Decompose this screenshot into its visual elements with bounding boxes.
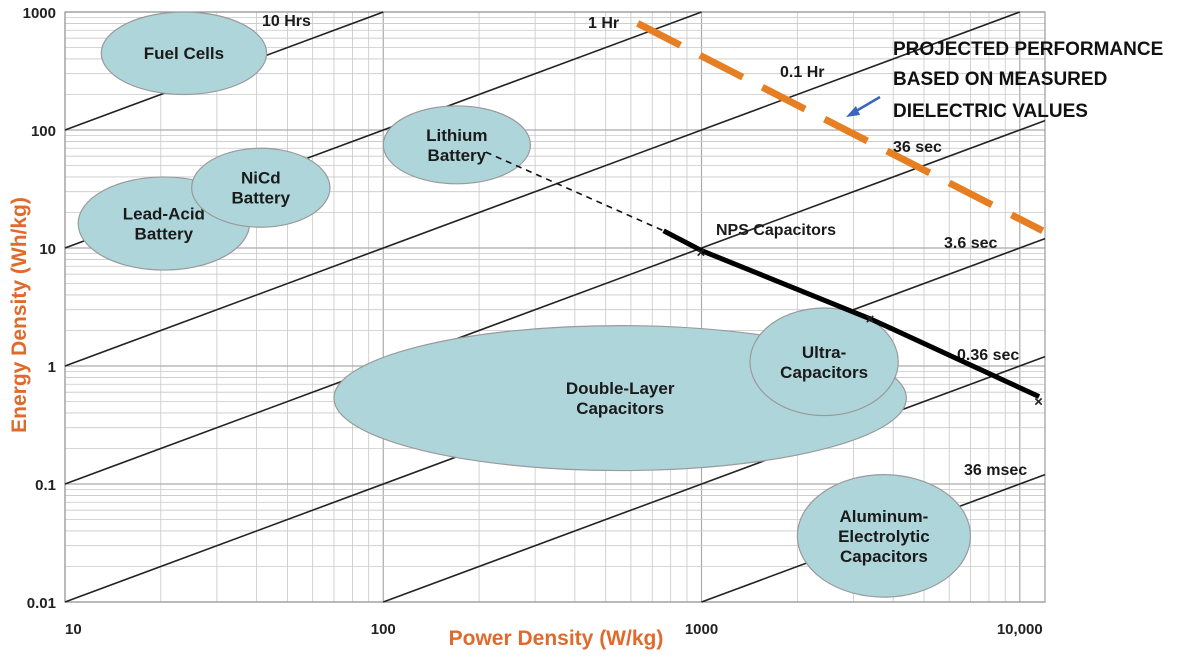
y-tick-label: 1000 (23, 5, 56, 22)
data-point-marker: × (697, 244, 706, 261)
ultra-label: Ultra- (802, 343, 846, 362)
double-layer-label: Double-Layer (566, 379, 675, 398)
lithium-label: Battery (428, 146, 487, 165)
time-constant-line (64, 119, 1046, 485)
time-constant-label: 0.36 sec (957, 347, 1019, 364)
projected-performance-note: PROJECTED PERFORMANCE BASED ON MEASURED … (893, 39, 1163, 122)
time-constant-label: 36 sec (893, 139, 942, 156)
time-constant-label: 36 msec (964, 462, 1027, 479)
time-constant-label: 0.1 Hr (780, 64, 824, 81)
y-tick-label: 100 (31, 123, 56, 140)
time-constant-line (64, 11, 1021, 367)
time-constant-line (382, 355, 1046, 603)
fuel-cells-region (100, 11, 268, 96)
aluminum-label: Aluminum- (840, 507, 929, 526)
time-constant-label: 3.6 sec (944, 235, 997, 252)
data-point-marker: × (1034, 394, 1043, 411)
y-axis-title: Energy Density (Wh/kg) (8, 197, 31, 433)
nps-capacitors-label: NPS Capacitors (716, 222, 836, 239)
lead-acid-label: Battery (135, 225, 194, 244)
nps-capacitors-line (662, 228, 1041, 399)
aluminum-label: Electrolytic (838, 527, 930, 546)
note-line-3: DIELECTRIC VALUES (893, 101, 1088, 122)
tick-labels: 10 100 1000 10,000 1000 100 10 1 0.1 0.01 (23, 5, 1043, 638)
x-axis-title: Power Density (W/kg) (449, 627, 664, 650)
data-series: × × × (485, 20, 1045, 411)
y-tick-label: 0.1 (35, 477, 56, 494)
plot-frame (64, 11, 1046, 603)
technology-regions: Fuel CellsLead-AcidBatteryNiCdBatteryLit… (77, 11, 972, 598)
y-tick-label: 0.01 (27, 595, 56, 612)
y-tick-label: 1 (48, 359, 56, 376)
nicd-region (191, 147, 331, 228)
annotation-arrow (846, 95, 881, 117)
time-constant-label: 10 Hrs (262, 13, 311, 30)
ultra-label: Capacitors (780, 363, 868, 382)
lead-acid-label: Lead-Acid (123, 205, 205, 224)
lithium-region (382, 105, 532, 185)
x-tick-label: 10 (65, 621, 82, 638)
x-tick-label: 1000 (685, 621, 718, 638)
nicd-label: Battery (232, 189, 291, 208)
aluminum-region (796, 474, 972, 598)
time-constant-label: 1 Hr (588, 15, 619, 32)
arrow-head (846, 106, 860, 117)
ultra-region (749, 307, 899, 417)
note-line-2: BASED ON MEASURED (893, 69, 1107, 90)
y-tick-label: 10 (39, 241, 56, 258)
fuel-cells-label: Fuel Cells (144, 44, 224, 63)
aluminum-label: Capacitors (840, 547, 928, 566)
lithium-label: Lithium (426, 126, 487, 145)
double-layer-label: Capacitors (576, 399, 664, 418)
nicd-label: NiCd (241, 169, 281, 188)
x-tick-label: 100 (371, 621, 396, 638)
data-point-marker: × (866, 311, 875, 328)
x-tick-label: 10,000 (997, 621, 1043, 638)
projected-performance-line (636, 20, 1045, 234)
note-line-1: PROJECTED PERFORMANCE (893, 39, 1163, 60)
